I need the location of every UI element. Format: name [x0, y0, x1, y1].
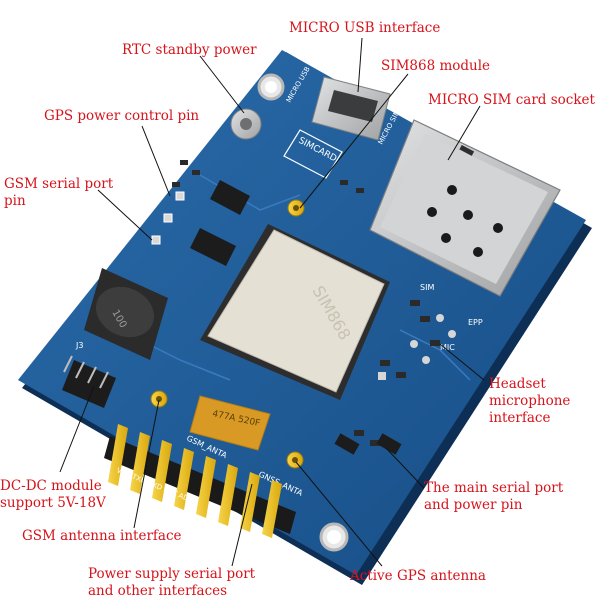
- j3-silk: J3: [75, 341, 83, 350]
- leader-sim868: [299, 73, 409, 209]
- active-gps-antenna-connector: [286, 451, 304, 469]
- label-main-serial-power: The main serial port and power pin: [424, 480, 563, 514]
- label-gsm-serial-port-pin: GSM serial port pin: [4, 176, 113, 210]
- label-gsm-serial-line2: pin: [4, 193, 26, 209]
- leader-micro-sim: [447, 105, 481, 161]
- epp-silk: EPP: [468, 318, 483, 327]
- label-headset-microphone: Headset microphone interface: [489, 376, 570, 427]
- headset-mic-pads: [378, 314, 456, 380]
- leader-headset: [439, 343, 485, 381]
- label-dcdc-line1: DC-DC module: [0, 478, 102, 494]
- rtc-battery: [230, 108, 262, 140]
- label-power-supply-serial-port: Power supply serial port and other inter…: [88, 566, 255, 600]
- label-headset-line3: interface: [489, 410, 551, 426]
- gsm-antenna-connector: [150, 390, 168, 408]
- leader-gps-power: [141, 125, 171, 197]
- leader-micro-usb: [357, 37, 363, 93]
- sim-silk: SIM: [420, 283, 434, 292]
- label-rtc-standby-power: RTC standby power: [122, 42, 257, 58]
- inductor: 100: [84, 268, 168, 360]
- dcdc-chip: [62, 355, 116, 408]
- label-active-gps-antenna: Active GPS antenna: [350, 568, 486, 584]
- mic-silk: MIC: [440, 343, 455, 352]
- label-power-serial-line1: Power supply serial port: [88, 566, 256, 582]
- label-micro-sim-socket: MICRO SIM card socket: [428, 92, 595, 108]
- leader-gsm-serial: [97, 189, 153, 241]
- label-micro-usb: MICRO USB interface: [289, 20, 441, 36]
- pcb-trace: [399, 329, 471, 381]
- label-dcdc-line2: support 5V-18V: [0, 495, 106, 511]
- label-gps-power-control-pin: GPS power control pin: [44, 108, 200, 124]
- gps-antenna-connector-top: [287, 199, 305, 217]
- leader-rtc: [199, 55, 245, 114]
- label-headset-line2: microphone: [489, 393, 571, 409]
- label-headset-line1: Headset: [489, 376, 546, 392]
- small-components: [172, 160, 440, 455]
- label-dcdc-module: DC-DC module support 5V-18V: [0, 478, 106, 512]
- leader-active-gps: [295, 461, 383, 567]
- sim868-module: SIM868: [200, 224, 390, 400]
- tantalum-capacitor: 477A 520F: [189, 395, 271, 451]
- label-gsm-antenna-interface: GSM antenna interface: [22, 528, 182, 544]
- label-main-serial-line1: The main serial port: [424, 480, 564, 496]
- label-gsm-serial-line1: GSM serial port: [4, 176, 114, 192]
- leader-power-serial: [231, 483, 253, 567]
- leader-gsm-antenna: [133, 399, 160, 529]
- label-main-serial-line2: and power pin: [424, 497, 523, 513]
- label-sim868-module: SIM868 module: [381, 58, 491, 74]
- label-power-serial-line2: and other interfaces: [88, 583, 228, 599]
- leader-lines: [59, 37, 485, 567]
- header-pins: [108, 424, 282, 538]
- leader-dcdc: [59, 385, 95, 473]
- leader-main-serial: [385, 447, 425, 489]
